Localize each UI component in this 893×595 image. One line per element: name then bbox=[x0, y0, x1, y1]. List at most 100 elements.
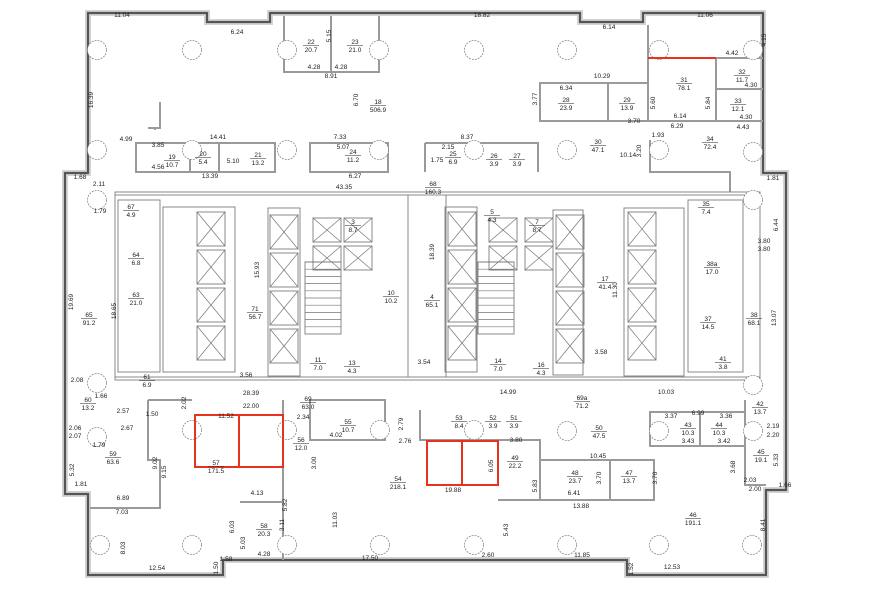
elevator-cross bbox=[269, 252, 299, 288]
room-label-11: 117.0 bbox=[310, 357, 326, 372]
dimension-label: 6.14 bbox=[603, 24, 616, 31]
dimension-label: 43.35 bbox=[336, 184, 353, 191]
dimension-label: 3.80 bbox=[510, 437, 523, 444]
column bbox=[87, 40, 107, 60]
elevator-cross bbox=[488, 245, 518, 271]
elevator-car bbox=[196, 325, 226, 361]
elevator-cross bbox=[269, 290, 299, 326]
dimension-label: 18.82 bbox=[474, 12, 491, 19]
dimension-label: 8.41 bbox=[760, 518, 767, 531]
dimension-label: 7.03 bbox=[116, 509, 129, 516]
dimension-label: 2.00 bbox=[749, 486, 762, 493]
elevator-cross bbox=[196, 211, 226, 247]
room-area: 20.3 bbox=[258, 531, 271, 538]
elevator-cross bbox=[269, 214, 299, 250]
partition-wall bbox=[539, 82, 649, 122]
column bbox=[369, 140, 389, 160]
dimension-label: 5.32 bbox=[69, 463, 76, 476]
column bbox=[277, 40, 297, 60]
room-number: 63 bbox=[132, 292, 140, 299]
room-area: 6.9 bbox=[142, 382, 151, 389]
room-area: 171.5 bbox=[208, 468, 225, 475]
column bbox=[743, 421, 763, 441]
room-label-5: 54.3 bbox=[484, 209, 500, 224]
room-area: 22.2 bbox=[509, 463, 522, 470]
dimension-label: 4.56 bbox=[152, 164, 165, 171]
dimension-label: 2.02 bbox=[181, 396, 188, 409]
dimension-label: 1.66 bbox=[95, 393, 108, 400]
room-number: 11 bbox=[315, 357, 322, 364]
dimension-label: 6.03 bbox=[229, 520, 236, 533]
room-number: 60 bbox=[84, 397, 92, 404]
room-number: 28 bbox=[562, 97, 570, 104]
room-area: 3.9 bbox=[509, 423, 518, 430]
room-number: 52 bbox=[489, 415, 497, 422]
dimension-label: 4.43 bbox=[737, 124, 750, 131]
room-label-41: 413.8 bbox=[715, 356, 731, 371]
elevator-cross bbox=[447, 249, 477, 285]
room-area: 3.9 bbox=[512, 161, 521, 168]
elevator-car bbox=[627, 287, 657, 323]
room-area: 91.2 bbox=[83, 320, 96, 327]
room-area: 56.7 bbox=[249, 314, 262, 321]
column bbox=[557, 140, 577, 160]
room-area: 13.9 bbox=[621, 105, 634, 112]
dimension-label: 2.19 bbox=[767, 423, 780, 430]
room-number: 35 bbox=[702, 201, 710, 208]
dimension-label: 2.79 bbox=[398, 417, 405, 430]
room-area: 23.9 bbox=[560, 105, 573, 112]
room-number: 41 bbox=[719, 356, 727, 363]
room-area: 63.0 bbox=[302, 404, 315, 411]
room-area: 10.3 bbox=[682, 430, 695, 437]
dimension-label: 5.83 bbox=[532, 479, 539, 492]
dimension-label: 1.50 bbox=[213, 561, 220, 574]
dimension-label: 18.65 bbox=[111, 302, 118, 319]
room-area: 20.7 bbox=[305, 47, 318, 54]
elevator-shaft bbox=[444, 206, 478, 373]
partition-wall bbox=[309, 399, 386, 441]
room-number: 13 bbox=[348, 360, 356, 367]
room-area: 41.4 bbox=[599, 284, 612, 291]
column bbox=[369, 40, 389, 60]
column bbox=[370, 535, 390, 555]
highlighted-areas[interactable] bbox=[194, 57, 716, 486]
dimension-label: 28.39 bbox=[243, 390, 260, 397]
partition-wall bbox=[309, 142, 389, 173]
elevator-car bbox=[447, 249, 477, 285]
room-number: 68 bbox=[429, 181, 437, 188]
room-number: 55 bbox=[344, 419, 352, 426]
dimension-label: 3.00 bbox=[311, 456, 318, 469]
room-number: 27 bbox=[513, 153, 521, 160]
elevator-car bbox=[488, 217, 518, 243]
dimension-label: 2.57 bbox=[117, 408, 130, 415]
dimension-label: 1.66 bbox=[779, 482, 792, 489]
room-area: 12.0 bbox=[295, 445, 308, 452]
column bbox=[370, 420, 390, 440]
dimension-label: 3.80 bbox=[758, 238, 771, 245]
dimension-label: 9.15 bbox=[161, 465, 168, 478]
dimension-label: 6.05 bbox=[488, 459, 495, 472]
room-area: 7.4 bbox=[701, 209, 710, 216]
dimension-label: 1.52 bbox=[628, 562, 635, 575]
room-number: 32 bbox=[738, 69, 746, 76]
dimension-label: 19.69 bbox=[68, 293, 75, 310]
elevator-cross bbox=[312, 245, 342, 271]
room-number: 7 bbox=[535, 219, 539, 226]
dimension-label: 10.03 bbox=[658, 389, 675, 396]
room-number: 24 bbox=[349, 149, 357, 156]
dimension-label: 6.70 bbox=[353, 93, 360, 106]
dimension-label: 4.02 bbox=[330, 432, 343, 439]
exterior-wall bbox=[63, 11, 788, 577]
room-area: 72.4 bbox=[704, 144, 717, 151]
room-number: 65 bbox=[85, 312, 93, 319]
dimension-label: 3.11 bbox=[279, 519, 286, 532]
